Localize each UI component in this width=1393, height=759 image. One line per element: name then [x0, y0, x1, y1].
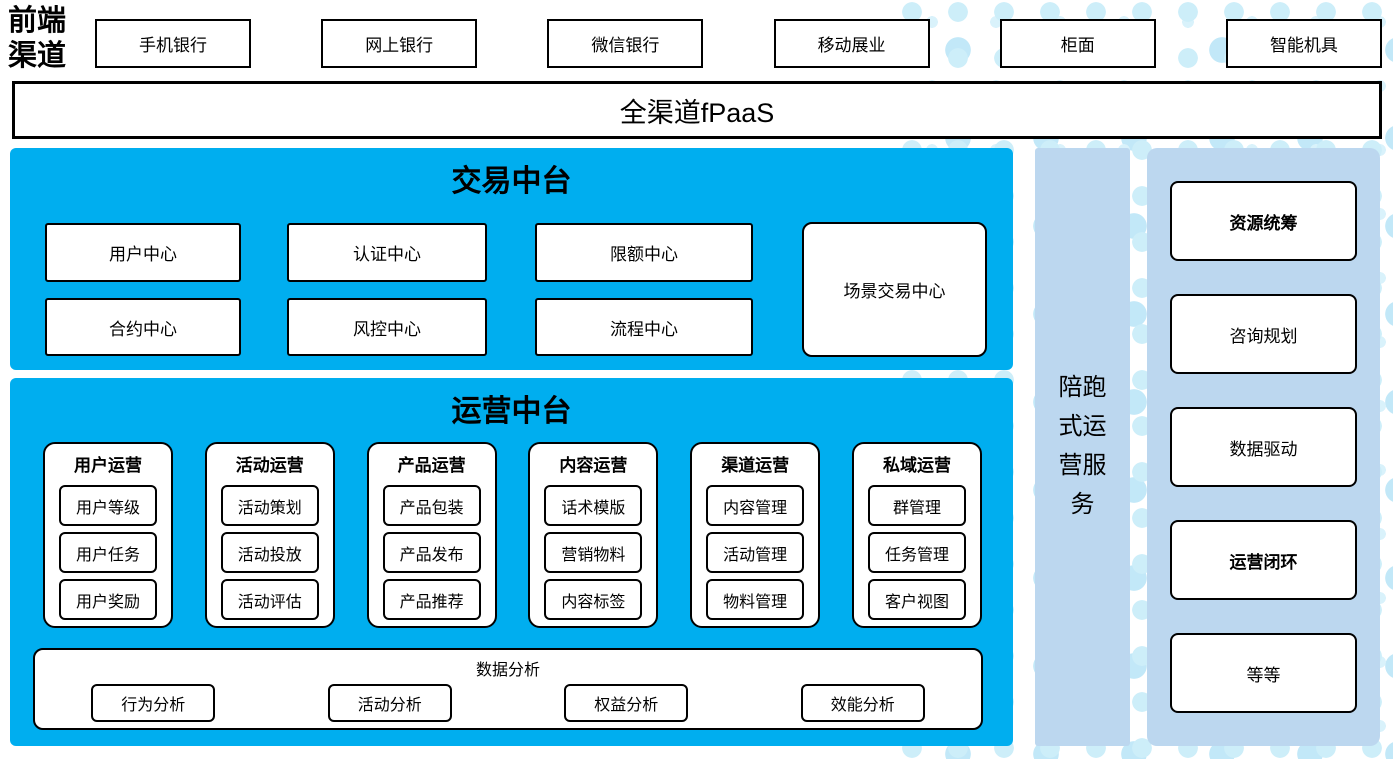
trade-platform-title: 交易中台: [451, 165, 572, 198]
group-user-operation: 用户运营 用户等级 用户任务 用户奖励: [43, 442, 173, 628]
group-product-operation: 产品运营 产品包装 产品发布 产品推荐: [366, 442, 497, 628]
sub-box[interactable]: 物料管理: [706, 579, 805, 620]
sub-box[interactable]: 活动评估: [220, 579, 319, 620]
etc-box[interactable]: 等等: [1170, 633, 1357, 713]
sub-box[interactable]: 产品发布: [382, 532, 481, 573]
front-channels-label: 前端渠道: [8, 5, 67, 73]
channel-mobile-banking[interactable]: 手机银行: [95, 19, 251, 68]
sub-box[interactable]: 用户等级: [59, 485, 157, 526]
omni-channel-fpaas-bar[interactable]: 全渠道fPaaS: [12, 81, 1382, 139]
channel-smart-devices[interactable]: 智能机具: [1225, 19, 1382, 68]
contract-center-box[interactable]: 合约中心: [45, 298, 241, 356]
trade-platform-panel: 交易中台 用户中心 认证中心 限额中心 合约中心 风控中心 流程中心 场景交易中…: [10, 148, 1013, 370]
group-channel-operation: 渠道运营 内容管理 活动管理 物料管理: [690, 442, 821, 628]
sub-box[interactable]: 活动管理: [706, 532, 805, 573]
group-title: 私域运营: [882, 456, 951, 475]
resource-coordination-box[interactable]: 资源统筹: [1170, 181, 1357, 261]
sub-box[interactable]: 营销物料: [544, 532, 643, 573]
service-items-panel: 资源统筹 咨询规划 数据驱动 运营闭环 等等: [1147, 148, 1380, 746]
behavior-analysis-box[interactable]: 行为分析: [91, 684, 216, 722]
sub-box[interactable]: 活动投放: [220, 532, 319, 573]
data-analysis-row: 行为分析 活动分析 权益分析 效能分析: [35, 684, 981, 722]
accompanying-operation-service-label: 陪跑式运营服务: [1058, 374, 1107, 518]
sub-box[interactable]: 产品推荐: [382, 579, 481, 620]
sub-box[interactable]: 任务管理: [867, 532, 966, 573]
group-activity-operation: 活动运营 活动策划 活动投放 活动评估: [204, 442, 335, 628]
sub-box[interactable]: 活动策划: [220, 485, 319, 526]
channel-counter[interactable]: 柜面: [999, 19, 1156, 68]
limit-center-box[interactable]: 限额中心: [535, 223, 753, 282]
sub-box[interactable]: 内容管理: [706, 485, 805, 526]
group-title: 内容运营: [559, 456, 628, 475]
operation-platform-title: 运营中台: [451, 395, 572, 428]
group-title: 用户运营: [74, 456, 142, 475]
channel-wechat-banking[interactable]: 微信银行: [547, 19, 704, 68]
data-analysis-title: 数据分析: [475, 662, 540, 679]
user-center-box[interactable]: 用户中心: [45, 223, 241, 282]
group-content-operation: 内容运营 话术模版 营销物料 内容标签: [528, 442, 659, 628]
operation-platform-panel: 运营中台 用户运营 用户等级 用户任务 用户奖励 活动运营 活动策划 活动投放 …: [10, 378, 1013, 746]
operation-closed-loop-box[interactable]: 运营闭环: [1170, 520, 1357, 600]
group-title: 产品运营: [397, 456, 466, 475]
sub-box[interactable]: 产品包装: [382, 485, 481, 526]
rights-analysis-box[interactable]: 权益分析: [564, 684, 689, 722]
group-title: 渠道运营: [721, 456, 790, 475]
operation-groups-row: 用户运营 用户等级 用户任务 用户奖励 活动运营 活动策划 活动投放 活动评估 …: [43, 442, 982, 628]
efficiency-analysis-box[interactable]: 效能分析: [800, 684, 925, 722]
channel-mobile-marketing[interactable]: 移动展业: [773, 19, 930, 68]
channel-online-banking[interactable]: 网上银行: [321, 19, 478, 68]
sub-box[interactable]: 客户视图: [867, 579, 966, 620]
sub-box[interactable]: 用户奖励: [59, 579, 157, 620]
process-center-box[interactable]: 流程中心: [535, 298, 753, 356]
scenario-trade-center-box[interactable]: 场景交易中心: [802, 222, 987, 357]
sub-box[interactable]: 话术模版: [544, 485, 643, 526]
consulting-planning-box[interactable]: 咨询规划: [1170, 294, 1357, 374]
accompanying-operation-service-bar: 陪跑式运营服务: [1035, 148, 1130, 746]
sub-box[interactable]: 用户任务: [59, 532, 157, 573]
group-title: 活动运营: [235, 456, 304, 475]
group-private-domain-operation: 私域运营 群管理 任务管理 客户视图: [851, 442, 982, 628]
risk-center-box[interactable]: 风控中心: [287, 298, 487, 356]
data-driven-box[interactable]: 数据驱动: [1170, 407, 1357, 487]
activity-analysis-box[interactable]: 活动分析: [327, 684, 452, 722]
sub-box[interactable]: 群管理: [867, 485, 966, 526]
auth-center-box[interactable]: 认证中心: [287, 223, 487, 282]
sub-box[interactable]: 内容标签: [544, 579, 643, 620]
data-analysis-section: 数据分析 行为分析 活动分析 权益分析 效能分析: [33, 648, 983, 730]
front-channels-row: 手机银行 网上银行 微信银行 移动展业 柜面 智能机具: [95, 19, 1382, 68]
